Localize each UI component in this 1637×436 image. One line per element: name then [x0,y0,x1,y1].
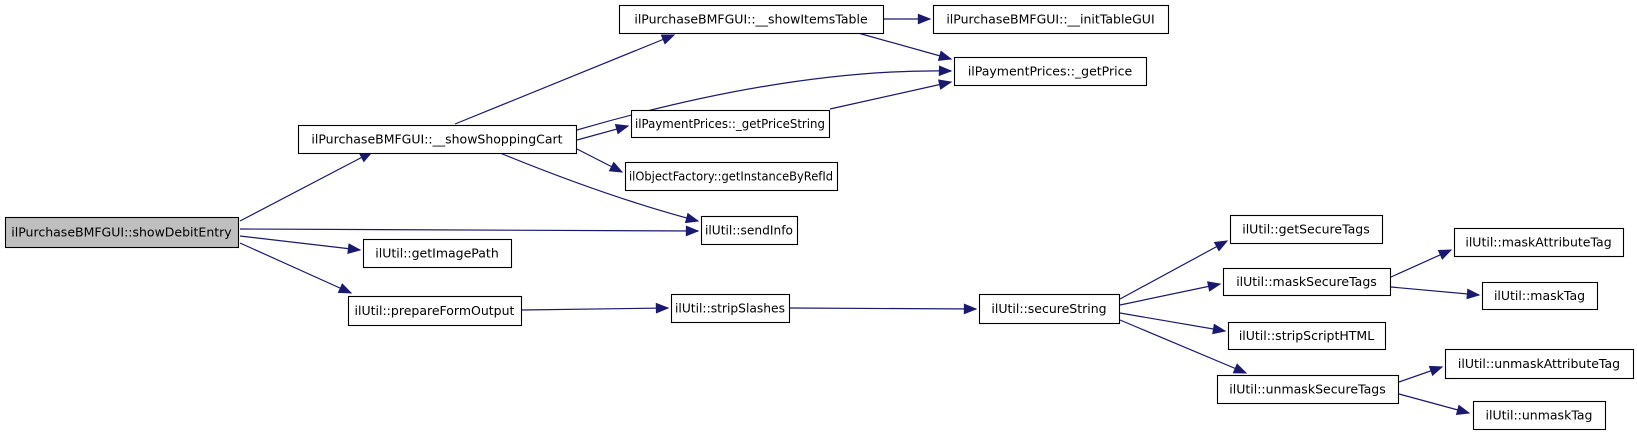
call-edge-maskSecureTags-to-maskTag [1390,286,1481,300]
node-box-getPriceString [630,109,831,139]
node-showItemsTable[interactable]: ilPurchaseBMFGUI::__showItemsTable [618,4,885,35]
node-maskTag[interactable]: ilUtil::maskTag [1481,281,1599,311]
node-label-showDebitEntry: ilPurchaseBMFGUI::showDebitEntry [11,225,232,240]
call-edge-showDebitEntry-to-showShoppingCart [239,151,374,222]
call-edge-secureString-to-getSecureTags [1119,240,1229,300]
call-edge-showDebitEntry-to-getImagePath [239,235,362,254]
node-getPrice[interactable]: ilPaymentPrices::_getPrice [953,56,1148,87]
node-stripSlashes[interactable]: ilUtil::stripSlashes [670,293,791,324]
node-getInstanceByRefId[interactable]: ilObjectFactory::getInstanceByRefId [624,161,839,192]
node-getPriceString[interactable]: ilPaymentPrices::_getPriceString [630,109,831,139]
call-edge-unmaskSecureTags-to-unmaskTag [1398,393,1471,416]
node-box-stripSlashes [670,293,791,324]
node-showShoppingCart[interactable]: ilPurchaseBMFGUI::__showShoppingCart [297,124,578,155]
node-unmaskTag[interactable]: ilUtil::unmaskTag [1472,400,1607,431]
node-secureString[interactable]: ilUtil::secureString [978,293,1121,325]
node-box-sendInfo [700,215,799,246]
node-label-secureString: ilUtil::secureString [991,301,1106,316]
node-maskSecureTags[interactable]: ilUtil::maskSecureTags [1222,267,1392,297]
call-edge-showDebitEntry-to-prepareFormOutput [239,242,353,294]
node-box-maskTag [1481,281,1599,311]
node-label-unmaskAttributeTag: ilUtil::unmaskAttributeTag [1458,356,1620,371]
node-box-showItemsTable [618,4,885,35]
node-unmaskSecureTags[interactable]: ilUtil::unmaskSecureTags [1216,374,1400,405]
node-box-maskAttributeTag [1453,227,1625,258]
node-label-maskTag: ilUtil::maskTag [1494,288,1585,303]
node-prepareFormOutput[interactable]: ilUtil::prepareFormOutput [347,295,523,327]
call-edge-getPriceString-to-getPrice [829,79,953,110]
node-box-unmaskAttributeTag [1444,348,1635,380]
node-box-getSecureTags [1229,214,1384,245]
node-label-maskAttributeTag: ilUtil::maskAttributeTag [1465,235,1611,250]
call-edge-showShoppingCart-to-getPriceString [576,124,630,141]
call-edge-stripSlashes-to-secureString [789,303,978,315]
node-box-unmaskTag [1472,400,1607,431]
call-edge-showShoppingCart-to-getInstanceByRefId [576,148,624,173]
node-label-showItemsTable: ilPurchaseBMFGUI::__showItemsTable [634,12,868,27]
node-stripScriptHTML[interactable]: ilUtil::stripScriptHTML [1227,321,1387,351]
call-edge-secureString-to-stripScriptHTML [1119,312,1227,335]
node-unmaskAttributeTag[interactable]: ilUtil::unmaskAttributeTag [1444,348,1635,380]
node-box-getPrice [953,56,1148,87]
node-label-initTableGUI: ilPurchaseBMFGUI::__initTableGUI [946,12,1154,27]
node-box-initTableGUI [932,4,1170,35]
node-box-showDebitEntry [4,216,240,249]
node-label-maskSecureTags: ilUtil::maskSecureTags [1236,274,1377,289]
node-box-unmaskSecureTags [1216,374,1400,405]
node-getSecureTags[interactable]: ilUtil::getSecureTags [1229,214,1384,245]
node-label-getPrice: ilPaymentPrices::_getPrice [968,64,1133,79]
call-edge-showShoppingCart-to-sendInfo [499,152,700,224]
node-label-getPriceString: ilPaymentPrices::_getPriceString [635,116,825,131]
node-label-unmaskSecureTags: ilUtil::unmaskSecureTags [1229,382,1385,397]
call-edge-secureString-to-maskSecureTags [1119,281,1222,306]
call-edge-showItemsTable-to-getPrice [857,32,953,61]
call-edge-showShoppingCart-to-showItemsTable [454,34,676,125]
call-edge-prepareFormOutput-to-stripSlashes [521,302,670,314]
node-box-getInstanceByRefId [624,161,839,192]
node-showDebitEntry[interactable]: ilPurchaseBMFGUI::showDebitEntry [4,216,240,249]
node-label-stripSlashes: ilUtil::stripSlashes [675,301,785,316]
node-box-prepareFormOutput [347,295,523,327]
call-edge-secureString-to-unmaskSecureTags [1119,319,1248,374]
node-label-sendInfo: ilUtil::sendInfo [705,223,793,238]
node-label-unmaskTag: ilUtil::unmaskTag [1486,408,1593,423]
node-label-getImagePath: ilUtil::getImagePath [375,246,499,261]
call-edge-maskSecureTags-to-maskAttributeTag [1390,249,1453,278]
node-box-stripScriptHTML [1227,321,1387,351]
node-label-getInstanceByRefId: ilObjectFactory::getInstanceByRefId [629,169,833,184]
node-box-getImagePath [362,238,513,269]
node-label-showShoppingCart: ilPurchaseBMFGUI::__showShoppingCart [311,132,562,147]
call-edge-unmaskSecureTags-to-unmaskAttributeTag [1398,365,1444,383]
node-label-getSecureTags: ilUtil::getSecureTags [1242,222,1370,237]
node-sendInfo[interactable]: ilUtil::sendInfo [700,215,799,246]
node-maskAttributeTag[interactable]: ilUtil::maskAttributeTag [1453,227,1625,258]
call-edge-showDebitEntry-to-sendInfo [239,225,700,237]
node-label-prepareFormOutput: ilUtil::prepareFormOutput [355,303,515,318]
node-box-maskSecureTags [1222,267,1392,297]
node-getImagePath[interactable]: ilUtil::getImagePath [362,238,513,269]
node-box-showShoppingCart [297,124,578,155]
node-label-stripScriptHTML: ilUtil::stripScriptHTML [1239,328,1374,343]
node-box-secureString [978,293,1121,325]
node-initTableGUI[interactable]: ilPurchaseBMFGUI::__initTableGUI [932,4,1170,35]
